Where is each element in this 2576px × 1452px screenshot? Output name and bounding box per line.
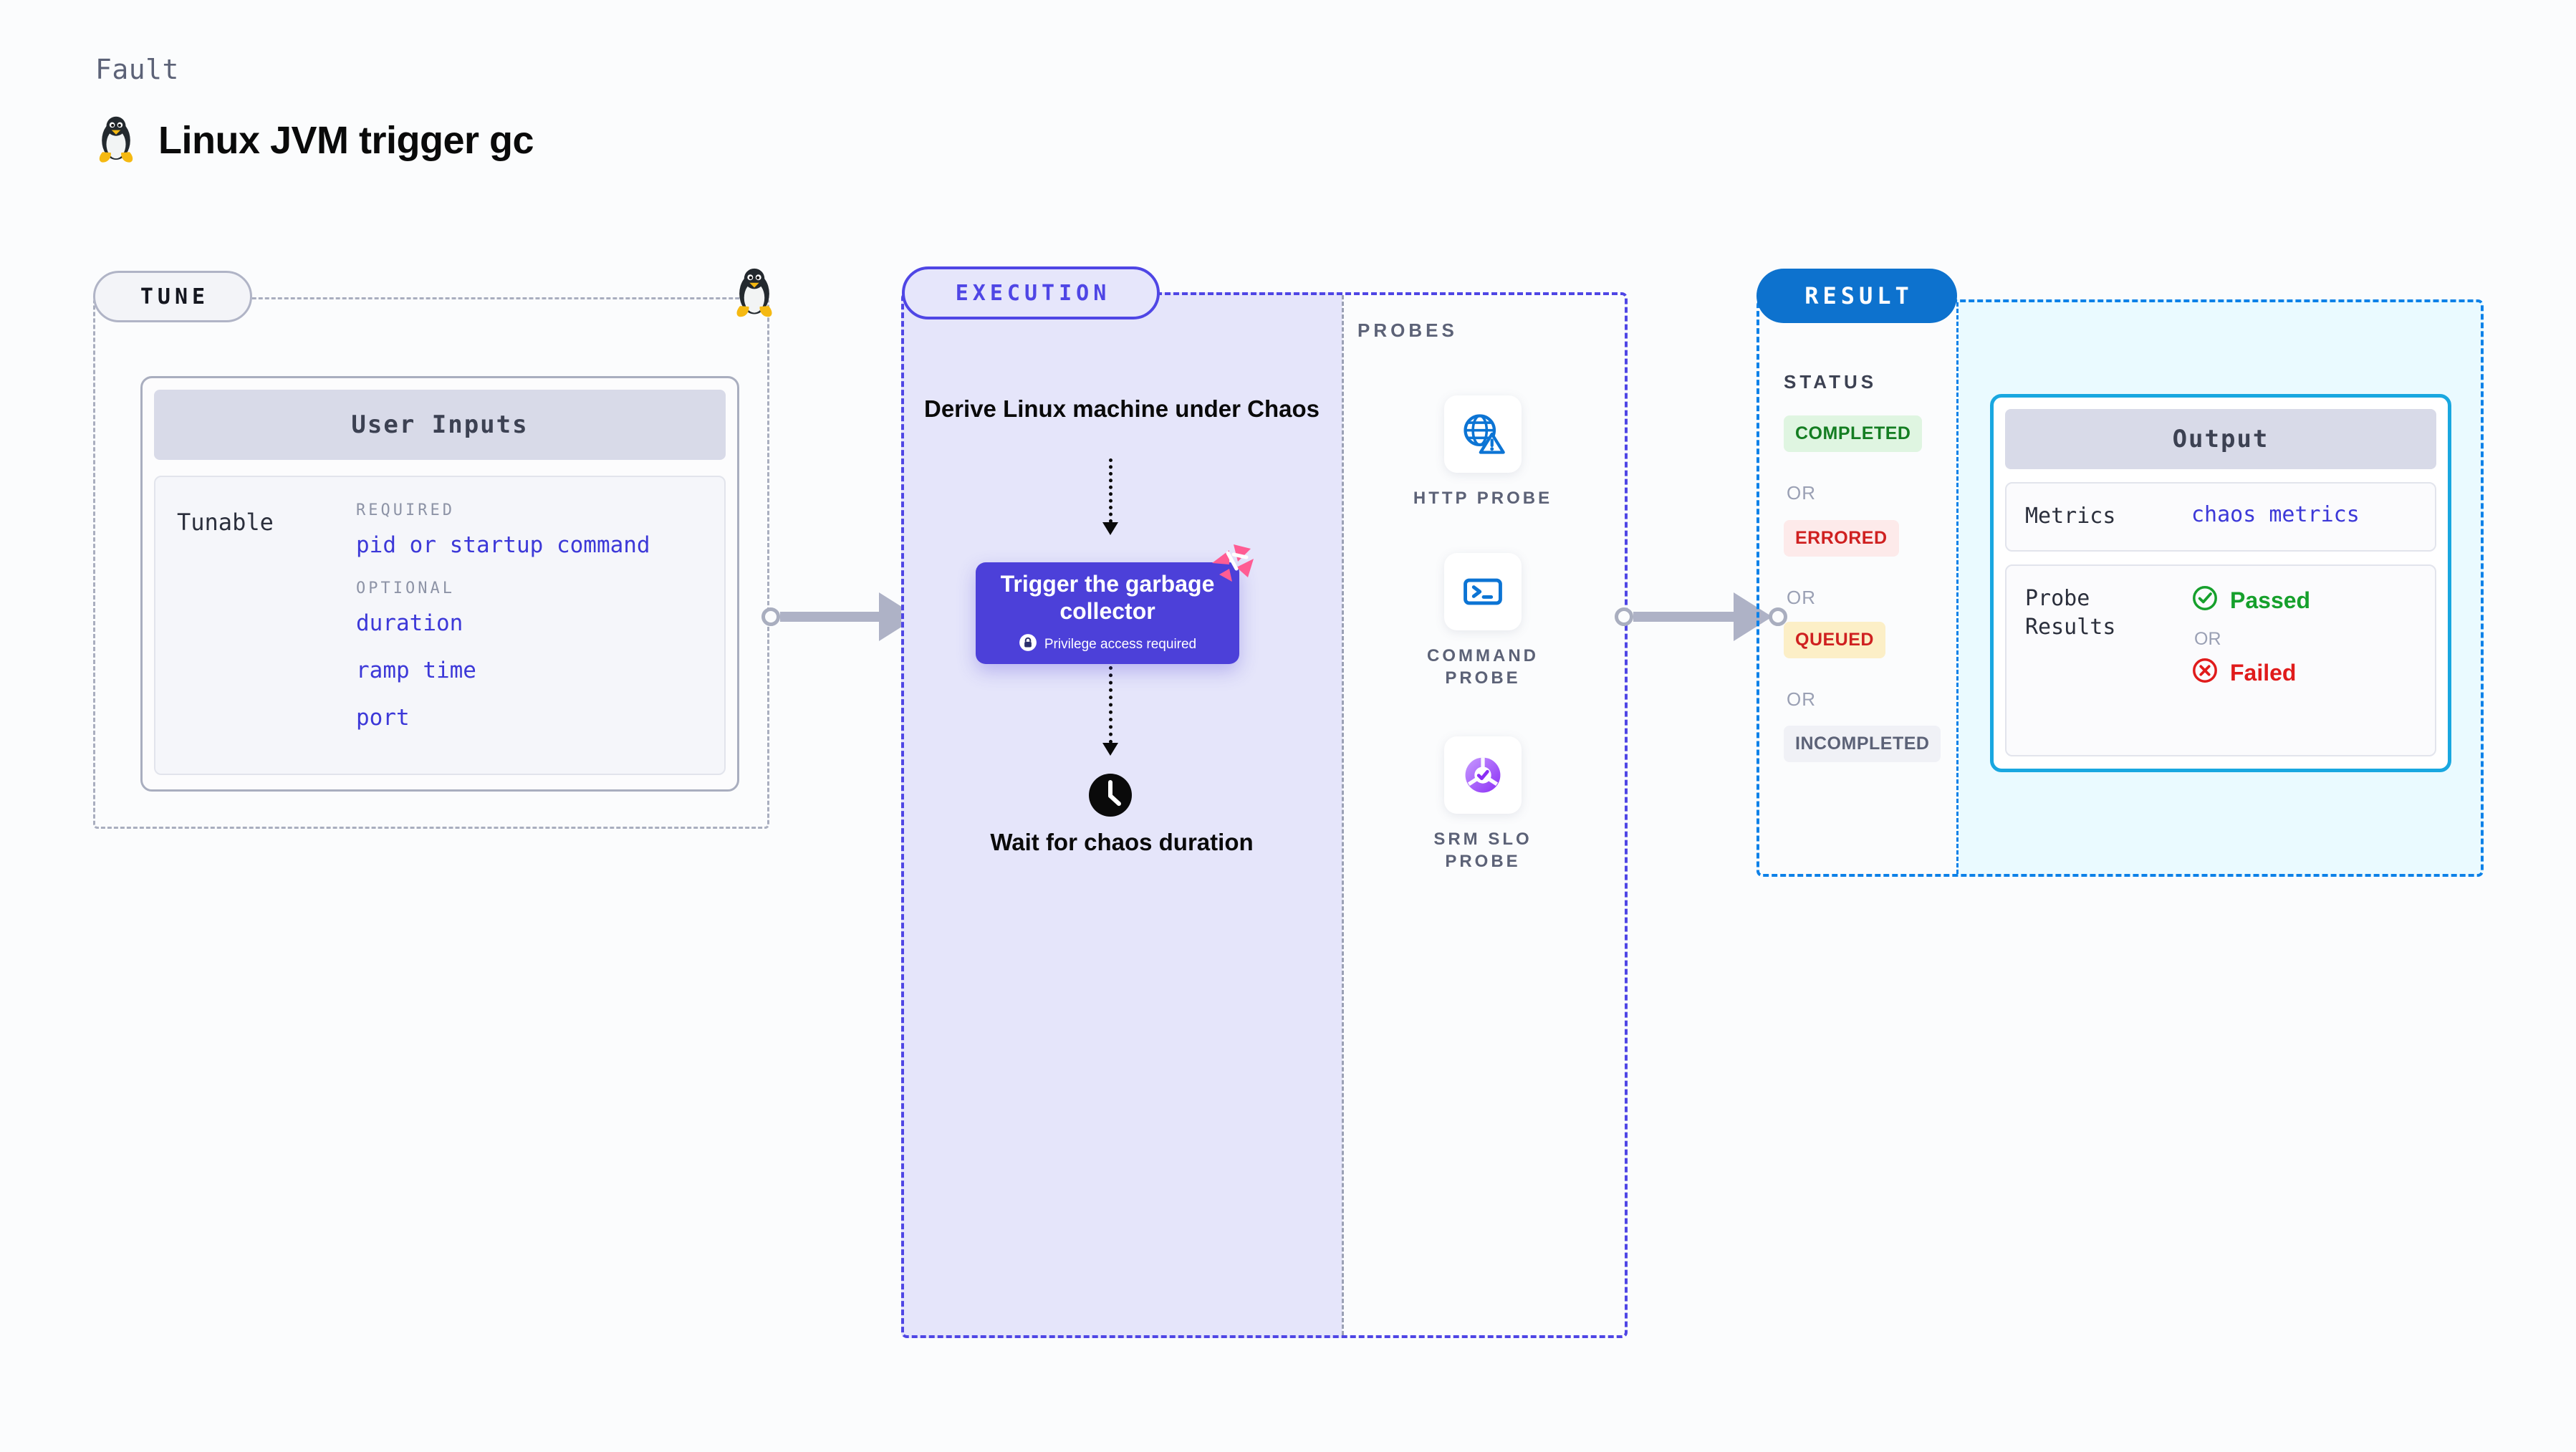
status-badge-incompleted: INCOMPLETED [1784, 726, 1941, 762]
execution-step-derive: Derive Linux machine under Chaos [924, 395, 1320, 422]
probes-section-label: PROBES [1357, 319, 1458, 341]
globe-warning-icon [1444, 395, 1522, 473]
clock-icon [1087, 772, 1133, 822]
check-circle-icon [2191, 585, 2219, 617]
tune-section-container [93, 297, 769, 829]
result-section-container [1756, 299, 2484, 877]
metrics-panel: Metrics chaos metrics [2005, 482, 2436, 552]
probe-result-failed-label: Failed [2230, 660, 2297, 686]
execution-step-wait: Wait for chaos duration [990, 829, 1254, 855]
privilege-note-text: Privilege access required [1044, 637, 1197, 653]
chaos-pinwheel-icon [1208, 540, 1258, 590]
connector-arrowhead [1734, 592, 1772, 641]
status-badge-queued: QUEUED [1784, 622, 1885, 658]
probe-caption-http: HTTP PROBE [1413, 489, 1553, 508]
execution-arrow-1 [1102, 458, 1118, 535]
optional-caption: OPTIONAL [356, 580, 455, 597]
tunable-field-ramp-time[interactable]: ramp time [356, 658, 476, 683]
connector-shaft [780, 612, 880, 622]
tunable-fields: REQUIRED pid or startup command OPTIONAL… [356, 501, 724, 774]
arrow-head [1102, 522, 1118, 535]
probe-item-command[interactable]: COMMAND PROBE [1411, 553, 1554, 689]
result-status-output-divider [1956, 302, 1959, 874]
execution-action-title: Trigger the garbage collector [1000, 570, 1215, 624]
connector-start-dot [761, 607, 780, 626]
status-badge-errored: ERRORED [1784, 520, 1899, 557]
result-section-badge[interactable]: RESULT [1756, 269, 1957, 323]
probe-result-passed-label: Passed [2230, 587, 2311, 613]
tunable-row-label: Tunable [177, 509, 274, 536]
status-badge-completed: COMPLETED [1784, 415, 1923, 452]
fault-kicker-label: Fault [95, 54, 179, 85]
probe-caption-command: COMMAND PROBE [1427, 646, 1539, 688]
arrow-shaft [1108, 458, 1112, 523]
output-card: Output Metrics chaos metrics Probe Resul… [1990, 394, 2451, 772]
probe-result-or: OR [2194, 628, 2221, 649]
status-column-label: STATUS [1784, 371, 1878, 393]
execution-fill [901, 292, 1342, 1338]
execution-arrow-2 [1102, 666, 1118, 756]
lock-icon [1019, 633, 1037, 656]
connector-start-dot [1615, 607, 1633, 626]
user-inputs-card: User Inputs Tunable REQUIRED pid or star… [140, 376, 739, 792]
terminal-prompt-icon [1444, 553, 1522, 630]
probe-results-panel: Probe Results Passed OR [2005, 564, 2436, 756]
probe-caption-srm-slo: SRM SLO PROBE [1433, 830, 1532, 872]
status-or-1: OR [1787, 482, 1816, 504]
fault-title-row: Linux JVM trigger gc [95, 115, 534, 166]
x-circle-icon [2191, 657, 2219, 690]
linux-penguin-corner-icon [732, 266, 777, 324]
status-or-2: OR [1787, 587, 1816, 608]
tune-section-badge[interactable]: TUNE [93, 271, 252, 322]
probe-results-values: Passed OR Failed [2191, 585, 2310, 736]
execution-probes-divider [1342, 295, 1344, 1335]
tunable-field-duration[interactable]: duration [356, 610, 463, 636]
status-or-3: OR [1787, 688, 1816, 710]
tunable-field-port[interactable]: port [356, 705, 410, 731]
probe-results-key: Probe Results [2025, 585, 2116, 640]
connector-shaft [1633, 612, 1735, 622]
probe-result-passed: Passed [2191, 585, 2310, 617]
user-inputs-card-header: User Inputs [154, 390, 726, 460]
execution-section-container [901, 292, 1628, 1338]
probe-item-srm-slo[interactable]: SRM SLO PROBE [1411, 736, 1554, 872]
required-caption: REQUIRED [356, 501, 455, 519]
privilege-note: Privilege access required [1019, 633, 1196, 656]
connector-execution-to-result [1615, 592, 1787, 641]
arrow-shaft [1108, 666, 1112, 744]
output-card-header: Output [2005, 409, 2436, 469]
probe-result-failed: Failed [2191, 657, 2310, 690]
execution-section-badge[interactable]: EXECUTION [902, 266, 1160, 319]
tunable-panel: Tunable REQUIRED pid or startup command … [154, 476, 726, 775]
probe-item-http[interactable]: HTTP PROBE [1411, 395, 1554, 509]
metrics-key: Metrics [2025, 504, 2116, 529]
linux-penguin-icon [95, 115, 137, 166]
connector-end-dot [1769, 607, 1787, 626]
slo-check-icon [1444, 736, 1522, 814]
page-title: Linux JVM trigger gc [158, 119, 534, 162]
tunable-field-pid[interactable]: pid or startup command [356, 532, 650, 558]
execution-action-card[interactable]: Trigger the garbage collector Privilege … [976, 562, 1239, 664]
metrics-value[interactable]: chaos metrics [2191, 502, 2360, 527]
arrow-head [1102, 743, 1118, 756]
